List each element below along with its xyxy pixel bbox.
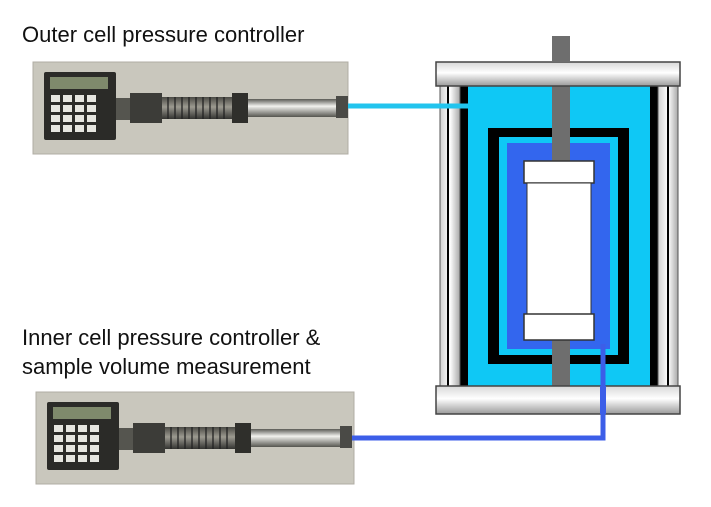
outlet-fitting xyxy=(340,426,352,448)
controller-keypad xyxy=(51,95,96,132)
outer-controller-label: Outer cell pressure controller xyxy=(22,22,305,47)
top-cap xyxy=(523,160,595,184)
bellows-spring xyxy=(162,97,232,119)
spring-coils xyxy=(167,97,225,119)
soil-specimen xyxy=(526,182,592,315)
pressure-cylinder xyxy=(251,429,343,447)
triaxial-cell xyxy=(435,36,681,415)
bottom-pedestal xyxy=(523,313,595,341)
motor-block xyxy=(130,93,162,123)
inner-label-line-1: Inner cell pressure controller & xyxy=(22,325,321,350)
inner-pressure-line xyxy=(352,344,606,441)
motor-coupling xyxy=(119,428,133,450)
outlet-fitting xyxy=(336,96,348,118)
inner-pressure-controller xyxy=(35,391,355,485)
controller-lcd-screen xyxy=(50,77,108,89)
cell-wall-right xyxy=(650,86,658,386)
pressure-cylinder xyxy=(248,99,340,117)
outer-pressure-controller xyxy=(32,61,349,155)
motor-block xyxy=(133,423,165,453)
inner-controller-label: Inner cell pressure controller & sample … xyxy=(22,323,320,381)
piston-collar xyxy=(235,423,251,453)
spring-coils xyxy=(170,427,228,449)
top-plate xyxy=(435,61,681,87)
controller-lcd-screen xyxy=(53,407,111,419)
tie-post-left xyxy=(439,85,461,387)
bellows-spring xyxy=(165,427,235,449)
inner-label-line-2: sample volume measurement xyxy=(22,354,311,379)
cell-wall-left xyxy=(460,86,468,386)
base-plate xyxy=(435,385,681,415)
piston-collar xyxy=(232,93,248,123)
motor-coupling xyxy=(116,98,130,120)
controller-keypad xyxy=(54,425,99,462)
